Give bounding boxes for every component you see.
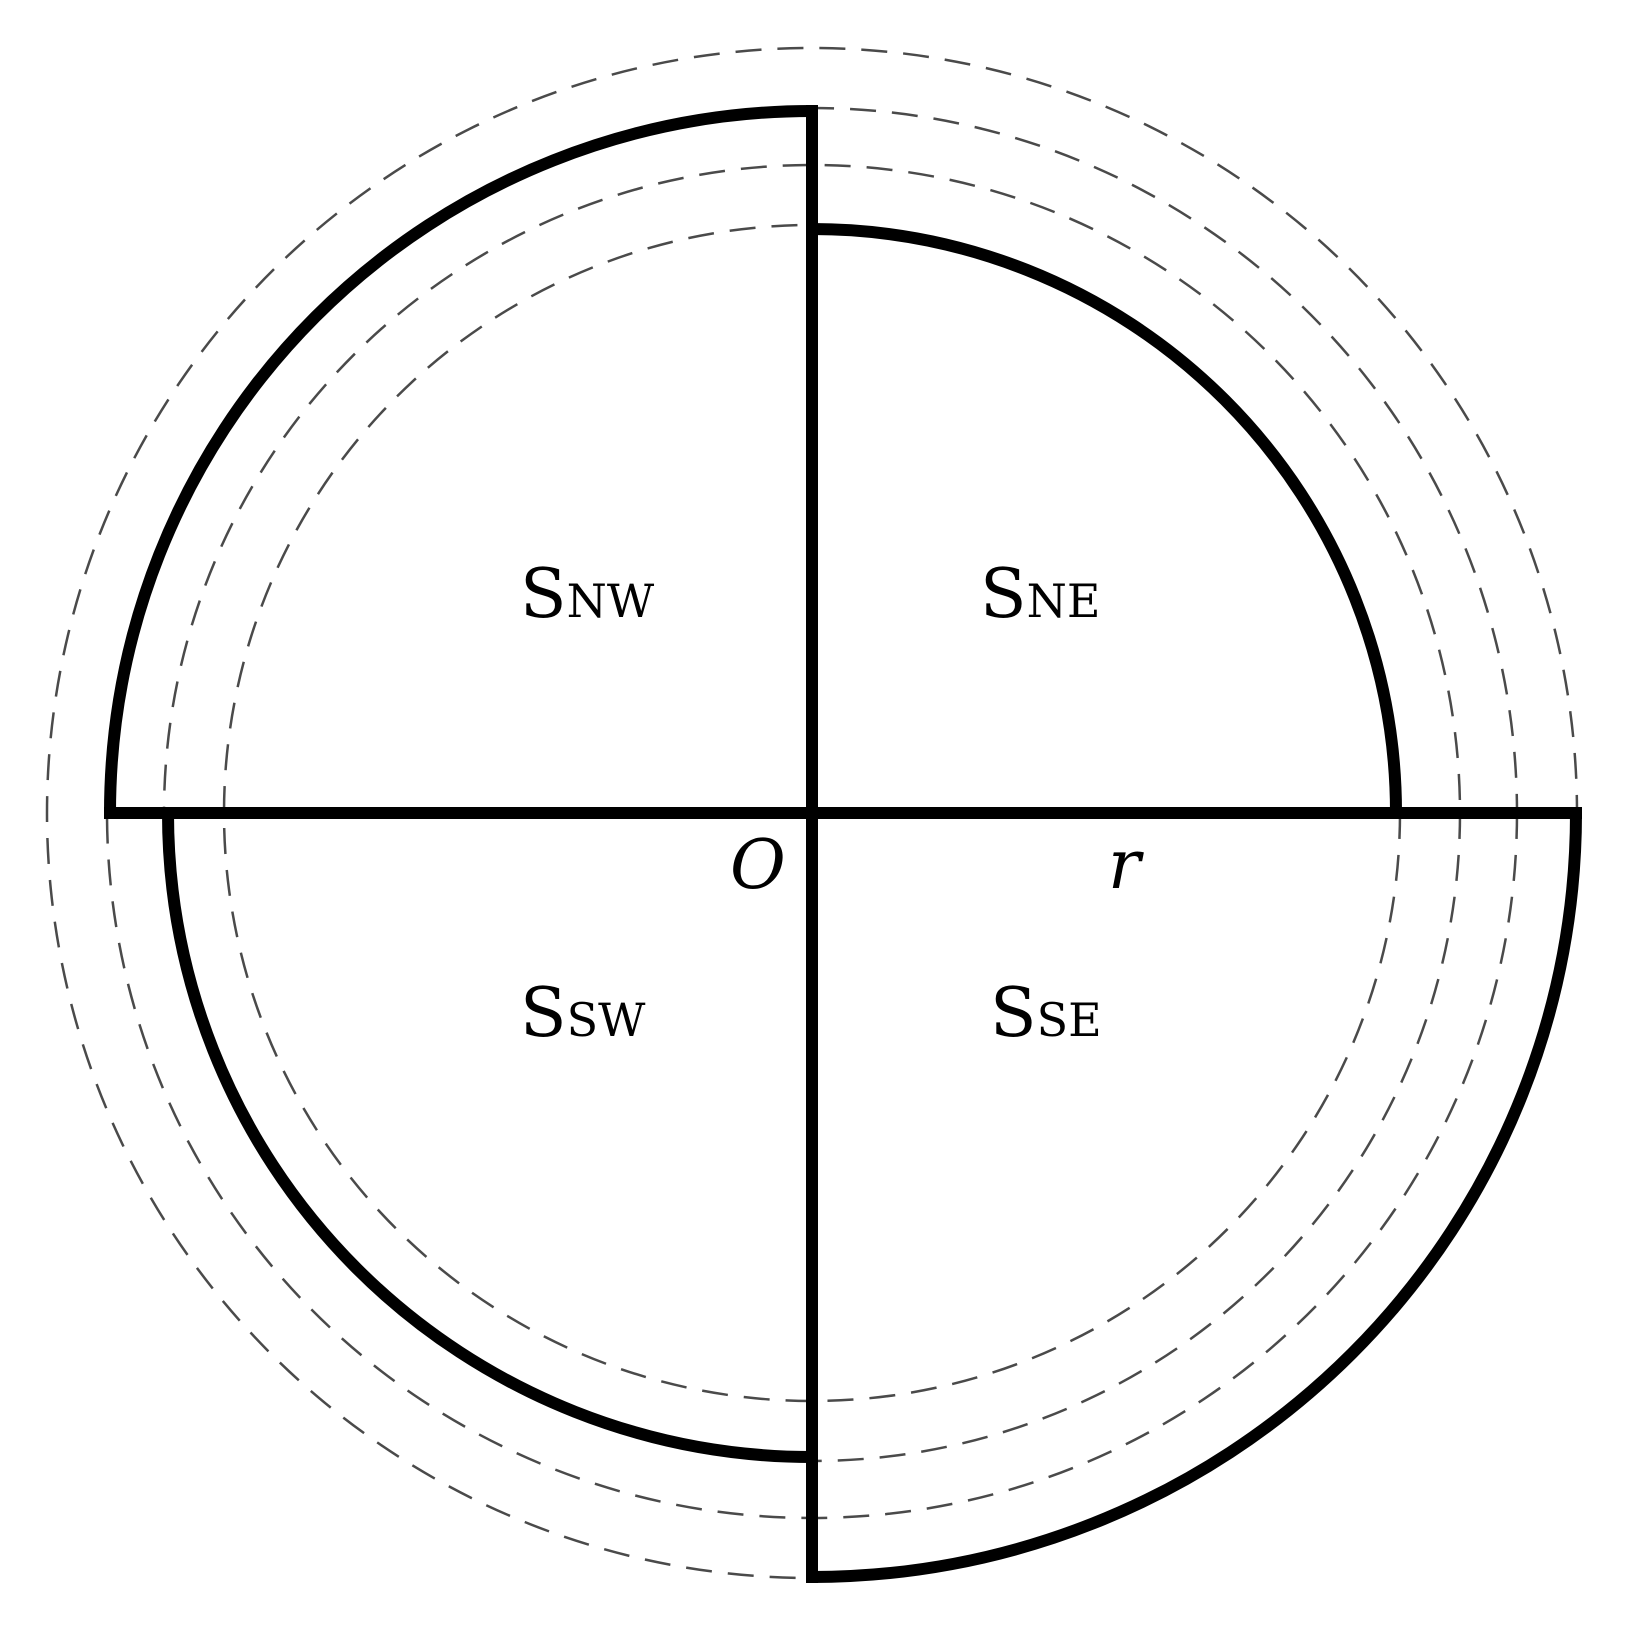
origin-label: O [730, 826, 786, 905]
label-s-nw: SNW [520, 555, 655, 634]
arc-ne [811, 223, 1402, 814]
radius-label: r [1108, 826, 1144, 905]
region-boundaries [104, 105, 1582, 1583]
label-s-se: SSE [990, 974, 1102, 1053]
label-s-sw: SSW [520, 974, 646, 1053]
label-s-ne: SNE [980, 555, 1100, 634]
arc-nw [104, 105, 813, 814]
arc-sw [162, 812, 813, 1463]
arc-se [811, 812, 1582, 1583]
